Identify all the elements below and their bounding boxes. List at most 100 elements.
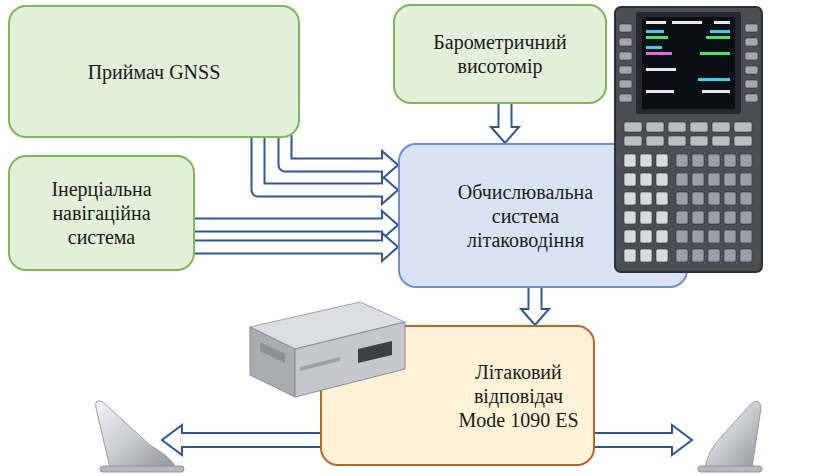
cdu-key <box>712 122 730 132</box>
cdu-key <box>640 249 652 262</box>
arrow-joint <box>379 242 384 253</box>
arrow-shaft-outline <box>192 218 382 233</box>
cdu-key <box>640 211 652 224</box>
cdu-key <box>734 136 752 146</box>
antenna <box>698 401 762 472</box>
cdu-key <box>724 230 736 243</box>
cdu-key <box>619 94 632 102</box>
arrow-shaft-outline <box>258 135 382 190</box>
cdu-key <box>619 38 632 46</box>
cdu-key <box>624 122 642 132</box>
cdu-key <box>676 211 688 224</box>
cdu-key <box>740 249 752 262</box>
cdu-key <box>708 230 720 243</box>
cdu-bezel <box>636 12 741 114</box>
node-label: Приймач GNSS <box>88 60 221 84</box>
cdu-keypad <box>619 24 758 262</box>
transponder-end <box>250 327 295 397</box>
cdu-key <box>676 230 688 243</box>
arrow-shaft-fill <box>285 135 382 165</box>
process-box: Інерціальна навігаційна система <box>8 155 195 271</box>
cdu-key <box>708 192 720 205</box>
cdu-key <box>640 192 652 205</box>
cdu-key <box>724 154 736 167</box>
cdu-key <box>640 154 652 167</box>
node-label: Обчислювальна система літаководіння <box>440 180 611 252</box>
flow-arrow <box>285 135 398 179</box>
cdu-key <box>676 154 688 167</box>
arrow-head <box>491 127 519 143</box>
screen-line <box>646 21 666 24</box>
cdu-key <box>656 154 668 167</box>
cdu-key <box>692 192 704 205</box>
screen-line <box>700 52 730 55</box>
cdu-key <box>676 192 688 205</box>
cdu-key <box>619 66 632 74</box>
cdu-key <box>640 230 652 243</box>
antenna-base <box>698 466 762 472</box>
cdu-key <box>708 211 720 224</box>
cdu-key <box>692 211 704 224</box>
cdu-key <box>619 80 632 88</box>
cdu-key <box>656 211 668 224</box>
antenna-blade <box>705 401 761 468</box>
cdu-key <box>668 122 686 132</box>
arrow-head <box>521 309 549 325</box>
screen-line <box>706 36 730 39</box>
cdu-key <box>712 136 730 146</box>
cdu-key <box>624 136 642 146</box>
transponder-connector <box>358 341 392 363</box>
cdu-photo <box>614 6 764 274</box>
screen-line <box>702 90 730 93</box>
arrow-joint <box>500 124 511 129</box>
cdu-key <box>624 211 636 224</box>
cdu-screen <box>642 17 735 109</box>
cdu-key <box>745 94 758 102</box>
cdu-key <box>624 154 636 167</box>
cdu-key <box>646 136 664 146</box>
cdu-key <box>745 24 758 32</box>
screen-line <box>646 52 672 55</box>
cdu-key <box>656 249 668 262</box>
transponder-rail <box>300 357 340 371</box>
process-box: Барометричний висотомір <box>393 4 607 104</box>
cdu-key <box>734 122 752 132</box>
arrow-joint <box>379 185 384 196</box>
flow-arrow <box>192 233 398 261</box>
cdu-key <box>668 136 686 146</box>
cdu-key <box>745 52 758 60</box>
process-box: Обчислювальна система літаководіння <box>398 143 688 288</box>
flow-arrow <box>491 101 519 143</box>
cdu-key <box>740 173 752 186</box>
screen-line <box>710 30 730 33</box>
cdu-key <box>646 122 664 132</box>
cdu-key <box>690 122 708 132</box>
cdu-key <box>656 230 668 243</box>
output-arrow <box>162 425 322 455</box>
cdu-screen-lines <box>646 21 730 93</box>
cdu-key <box>708 154 720 167</box>
arrow-head <box>382 176 398 204</box>
screen-line <box>646 68 676 71</box>
node-label: Літаковий відповідач Mode 1090 ES <box>452 360 585 432</box>
cdu-key <box>740 154 752 167</box>
output-arrow <box>593 425 692 455</box>
cdu-key <box>692 249 704 262</box>
cdu-key <box>692 154 704 167</box>
screen-line <box>714 21 730 24</box>
cdu-key <box>690 136 708 146</box>
process-box: Літаковий відповідач Mode 1090 ES <box>320 325 595 466</box>
flow-arrow <box>258 135 398 204</box>
cdu-key <box>619 24 632 32</box>
flow-arrow <box>521 285 549 325</box>
cdu-key <box>676 249 688 262</box>
arrow-joint <box>530 306 541 311</box>
cdu-key <box>676 173 688 186</box>
cdu-key <box>724 249 736 262</box>
arrow-shaft-fill <box>258 135 382 190</box>
process-box: Приймач GNSS <box>8 5 300 138</box>
arrow-joint <box>379 160 384 171</box>
cdu-key <box>619 52 632 60</box>
cdu-key <box>740 192 752 205</box>
